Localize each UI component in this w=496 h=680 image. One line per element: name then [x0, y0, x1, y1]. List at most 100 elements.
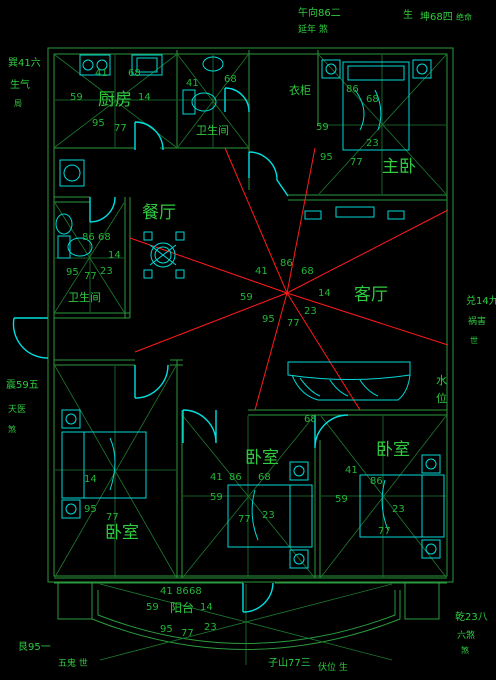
num-68-t: 68	[224, 74, 237, 85]
toilet-icon-2	[57, 235, 93, 259]
label-top-right-1: 生	[403, 8, 413, 21]
room-label-bedroom-left: 卧室	[105, 523, 139, 543]
num-77-rb: 77	[378, 526, 391, 537]
label-right-mid-5: 位	[436, 391, 447, 405]
num-68-b: 68	[98, 232, 111, 243]
num-41-mb: 41	[210, 472, 223, 483]
num-86: 86	[280, 258, 293, 269]
num-77-m: 77	[350, 157, 363, 168]
compass-numbers: 86 68 41 14 59 23 95 77 41 68 59 14 95 7…	[66, 68, 405, 639]
label-bottom-right-2: 六煞	[457, 629, 475, 641]
label-top-center-2: 延年 煞	[298, 23, 328, 35]
num-59-k: 59	[70, 92, 83, 103]
edge-labels: 午向86二 延年 煞 生 坤68四 绝命 巽41六 生气 局 兑14九 祸害 世…	[6, 6, 496, 673]
num-14: 14	[318, 288, 331, 299]
num-77-lb: 77	[106, 512, 119, 523]
basin-icon	[55, 213, 73, 235]
num-14-lb: 14	[84, 474, 97, 485]
num-77-k: 77	[114, 123, 127, 134]
num-59-m: 59	[316, 122, 329, 133]
num-77-mb: 77	[238, 514, 251, 525]
room-label-dining: 餐厅	[142, 203, 176, 223]
room-label-balcony: 阳台	[170, 600, 194, 615]
num-95-bal: 95	[160, 624, 173, 635]
num-77-b: 77	[84, 271, 97, 282]
num-41: 41	[255, 266, 268, 277]
num-68-door: 68	[304, 414, 317, 425]
num-68-k: 68	[128, 68, 141, 79]
bed-left-icon	[61, 409, 147, 519]
label-right-mid-1: 兑14九	[466, 294, 496, 307]
label-bottom-left-1: 艮95一	[18, 641, 51, 653]
label-left-mid-1: 震59五	[6, 379, 39, 391]
label-bottom-center-1: 子山77三	[268, 657, 311, 669]
sink-icon	[131, 54, 163, 76]
room-label-bathroom-left: 卫生间	[68, 290, 101, 304]
num-59: 59	[240, 292, 253, 303]
num-59-mb: 59	[210, 492, 223, 503]
room-label-toilet-top: 卫生间	[196, 123, 229, 137]
num-23-m: 23	[366, 138, 379, 149]
room-label-living: 客厅	[354, 285, 388, 305]
label-right-mid-4: 水	[436, 374, 447, 387]
label-bottom-left-2: 五鬼 世	[58, 657, 88, 669]
num-86-bal: 86	[176, 586, 189, 597]
num-23-bal: 23	[204, 622, 217, 633]
label-top-center: 午向86二	[298, 6, 341, 19]
label-bottom-right-3: 煞	[461, 645, 469, 655]
num-77: 77	[287, 318, 300, 329]
label-right-mid-3: 世	[470, 335, 478, 345]
num-14-k: 14	[138, 92, 151, 103]
num-68-m: 68	[366, 94, 379, 105]
num-23-rb: 23	[392, 504, 405, 515]
num-23: 23	[304, 306, 317, 317]
room-labels: 厨房 卫生间 衣柜 主卧 餐厅 客厅 卫生间 卧室 卧室 卧室 阳台	[68, 83, 416, 615]
sofa-icon	[287, 361, 411, 401]
num-59-rb: 59	[335, 494, 348, 505]
num-68-mb: 68	[258, 472, 271, 483]
num-23-b: 23	[100, 266, 113, 277]
num-41-bal: 41	[160, 586, 173, 597]
toilet-icon	[182, 56, 224, 115]
dining-table-icon	[143, 231, 185, 279]
label-left-mid-2: 天医	[8, 404, 26, 415]
num-86-b: 86	[82, 232, 95, 243]
room-label-bedroom-right: 卧室	[376, 440, 410, 460]
bed-mid-icon	[227, 461, 313, 569]
label-bottom-right-1: 乾23八	[455, 610, 488, 623]
label-right-mid-2: 祸害	[468, 315, 486, 327]
label-bottom-center-2: 伏位 生	[318, 661, 348, 673]
stove-icon	[79, 54, 111, 76]
bed-right-icon	[359, 454, 445, 559]
label-left-top-2: 生气	[10, 78, 30, 91]
num-95-k: 95	[92, 118, 105, 129]
num-86-rb: 86	[370, 476, 383, 487]
label-left-mid-3: 煞	[8, 424, 16, 434]
num-14-bal: 14	[200, 602, 213, 613]
num-95-lb: 95	[84, 504, 97, 515]
label-top-right-3: 绝命	[456, 12, 472, 22]
num-23-mb: 23	[262, 510, 275, 521]
room-label-master-bedroom: 主卧	[382, 157, 416, 177]
num-68: 68	[301, 266, 314, 277]
num-14-b: 14	[108, 250, 121, 261]
room-label-bedroom-mid: 卧室	[245, 448, 279, 468]
num-86-m: 86	[346, 84, 359, 95]
num-41-rb: 41	[345, 465, 358, 476]
num-41-t: 41	[186, 78, 199, 89]
num-77-bal: 77	[181, 628, 194, 639]
label-left-top-1: 巽41六	[8, 57, 41, 69]
label-top-right-2: 坤68四	[420, 10, 453, 23]
room-label-wardrobe: 衣柜	[289, 83, 311, 97]
label-left-top-3: 局	[14, 99, 22, 108]
master-bed-icon	[321, 59, 432, 151]
washer-icon	[59, 159, 85, 187]
furniture	[55, 54, 445, 569]
doors	[12, 87, 349, 613]
num-41-k: 41	[95, 68, 108, 79]
compass-spokes	[129, 147, 449, 411]
num-95-m: 95	[320, 152, 333, 163]
num-95-b: 95	[66, 267, 79, 278]
walls	[47, 47, 454, 650]
num-68-bal: 68	[189, 586, 202, 597]
